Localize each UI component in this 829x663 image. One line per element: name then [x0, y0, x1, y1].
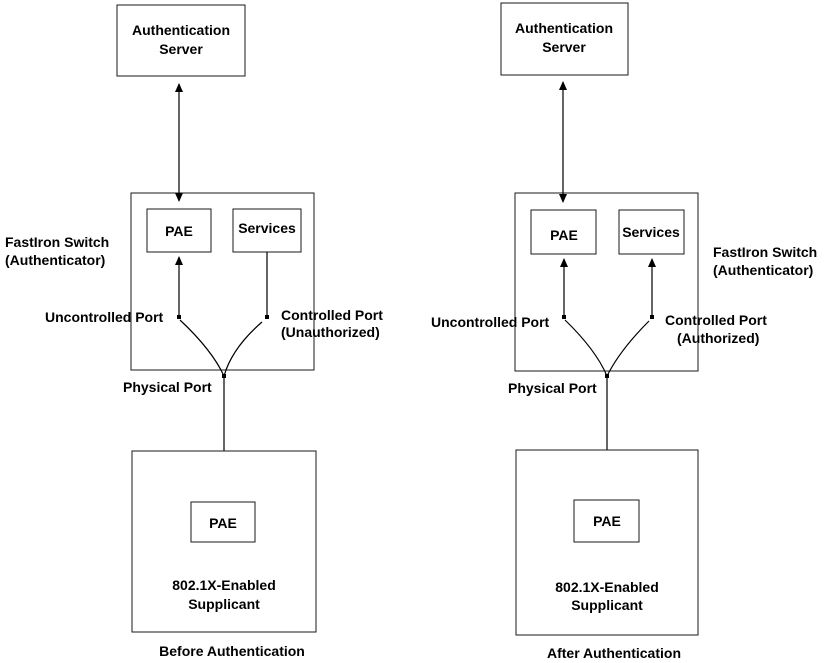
right-physical-port-dot [605, 374, 609, 378]
left-physical-port-label: Physical Port [123, 379, 212, 395]
right-switch-label-line1: FastIron Switch [713, 244, 817, 260]
left-auth-server-line1: Authentication [132, 22, 230, 38]
left-services-box: Services [232, 208, 302, 253]
right-uncontrolled-to-physical [564, 319, 608, 377]
right-services-label: Services [622, 224, 680, 240]
left-pae-box: PAE [146, 208, 212, 253]
right-auth-server-box: Authentication Server [500, 2, 629, 76]
right-controlled-port-line1: Controlled Port [665, 312, 767, 328]
right-pae-label: PAE [550, 227, 578, 243]
left-auth-server-box: Authentication Server [116, 4, 246, 77]
right-controlled-port-line2: (Authorized) [677, 330, 759, 346]
left-controlled-port-line2: (Unauthorized) [281, 324, 380, 340]
left-supplicant-line2: Supplicant [188, 596, 260, 612]
left-supplicant-pae-box: PAE [190, 501, 256, 543]
left-pae-label: PAE [165, 223, 193, 239]
right-auth-server-line2: Server [542, 39, 586, 55]
right-uncontrolled-port-dot [562, 315, 566, 319]
before-authentication-diagram: Authentication Server PAE Services [5, 4, 383, 659]
left-uncontrolled-port-label: Uncontrolled Port [45, 309, 164, 325]
right-pae-box: PAE [530, 209, 597, 255]
right-physical-port-label: Physical Port [508, 380, 597, 396]
right-services-box: Services [618, 209, 685, 255]
left-switch-label-line1: FastIron Switch [5, 234, 109, 250]
left-services-label: Services [238, 220, 296, 236]
right-supplicant-pae-box: PAE [573, 499, 640, 543]
left-controlled-port-line1: Controlled Port [281, 307, 383, 323]
left-controlled-port-dot [265, 315, 269, 319]
right-supplicant-line2: Supplicant [571, 597, 643, 613]
left-switch-label-line2: (Authenticator) [5, 252, 105, 268]
left-auth-server-line2: Server [159, 41, 203, 57]
after-authentication-diagram: Authentication Server PAE Services [431, 2, 817, 661]
left-uncontrolled-port-dot [177, 315, 181, 319]
right-switch-label-line2: (Authenticator) [713, 262, 813, 278]
right-supplicant-line1: 802.1X-Enabled [555, 579, 659, 595]
left-uncontrolled-to-physical [179, 319, 225, 377]
right-uncontrolled-port-label: Uncontrolled Port [431, 314, 550, 330]
left-supplicant-line1: 802.1X-Enabled [172, 577, 276, 593]
left-physical-port-dot [222, 374, 226, 378]
right-auth-server-line1: Authentication [515, 20, 613, 36]
right-controlled-port-dot [650, 315, 654, 319]
right-supplicant-pae-label: PAE [593, 513, 621, 529]
right-controlled-to-physical [606, 320, 650, 377]
left-caption: Before Authentication [159, 643, 305, 659]
left-controlled-to-physical [223, 321, 263, 377]
left-supplicant-pae-label: PAE [209, 515, 237, 531]
right-caption: After Authentication [547, 645, 681, 661]
